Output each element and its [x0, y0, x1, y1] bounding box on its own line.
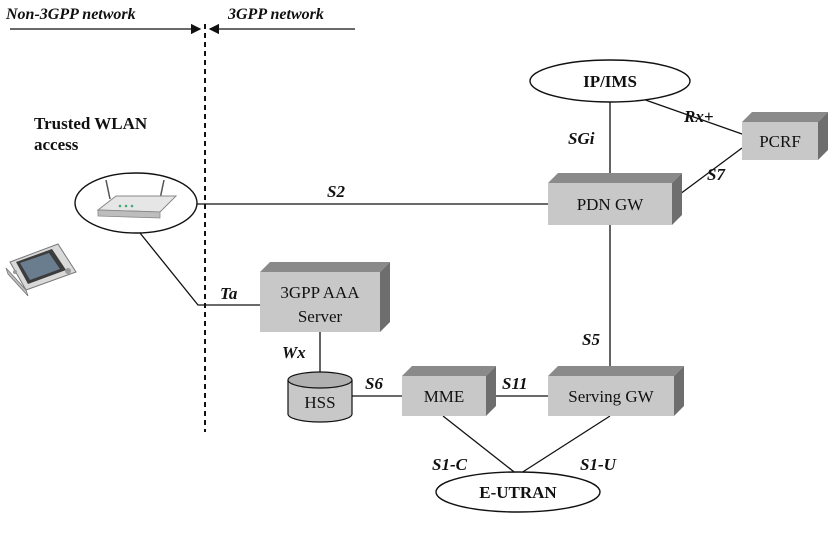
ip-ims-node: IP/IMS [529, 59, 691, 103]
e-utran-label: E-UTRAN [479, 483, 557, 502]
s1u-label: S1-U [580, 455, 617, 474]
sgi-label: SGi [568, 129, 595, 148]
pda-device-icon [5, 243, 77, 297]
s1c-link [442, 415, 519, 476]
aaa-server-label-1: 3GPP AAA [280, 283, 360, 302]
hss-label: HSS [304, 393, 335, 412]
serving-gw-box: Serving GW [548, 366, 684, 416]
s6-label: S6 [365, 374, 383, 393]
non-3gpp-network-label: Non-3GPP network [5, 6, 136, 23]
pdn-gw-box: PDN GW [548, 173, 682, 225]
rx-plus-label: Rx+ [683, 107, 714, 126]
rx-link [636, 96, 743, 135]
s11-label: S11 [502, 374, 528, 393]
s2-label: S2 [327, 182, 345, 201]
e-utran-node: E-UTRAN [435, 471, 601, 513]
network-boundary-header: Non-3GPP network 3GPP network [5, 6, 355, 35]
ta-link [139, 232, 260, 306]
wx-label: Wx [282, 343, 306, 362]
3gpp-network-label: 3GPP network [227, 6, 324, 23]
connections [139, 96, 743, 476]
pcrf-box: PCRF [742, 112, 828, 160]
s1c-label: S1-C [432, 455, 468, 474]
wifi-router-icon [96, 179, 178, 219]
trusted-wlan-subtitle: access [34, 135, 79, 154]
s7-link [671, 147, 743, 201]
ip-ims-label: IP/IMS [583, 72, 637, 91]
aaa-server-box: 3GPP AAA Server [260, 262, 390, 332]
aaa-server-label-2: Server [298, 307, 343, 326]
pdn-gw-label: PDN GW [577, 195, 645, 214]
mme-box: MME [402, 366, 496, 416]
ta-label: Ta [220, 284, 238, 303]
s7-label: S7 [707, 165, 726, 184]
wlan-access-point [74, 172, 198, 234]
trusted-wlan-title: Trusted WLAN [34, 114, 148, 133]
s5-label: S5 [582, 330, 600, 349]
serving-gw-label: Serving GW [568, 387, 654, 406]
mme-label: MME [424, 387, 465, 406]
pcrf-label: PCRF [759, 132, 801, 151]
hss-database: HSS [287, 371, 353, 423]
s1u-link [517, 415, 611, 476]
